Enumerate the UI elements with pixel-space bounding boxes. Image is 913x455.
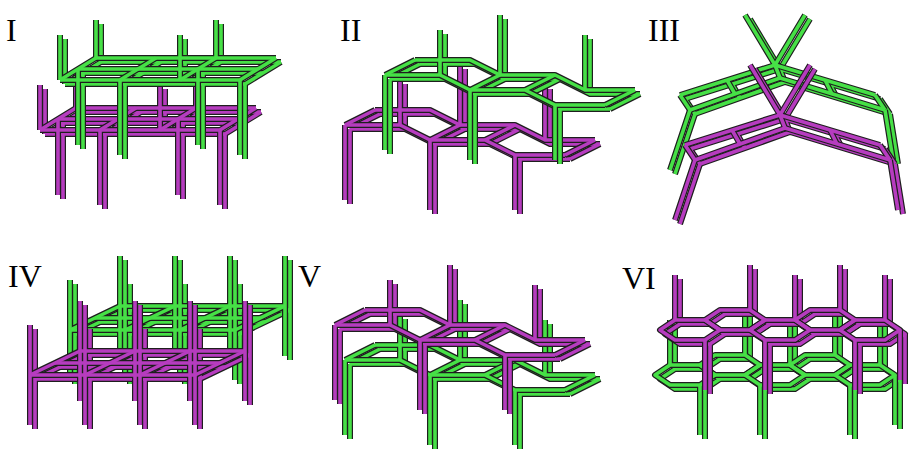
panel-label: III xyxy=(648,14,680,46)
magenta-net xyxy=(40,70,261,209)
panel-label: II xyxy=(340,14,361,46)
green-net xyxy=(385,15,640,164)
panel-label: I xyxy=(6,14,17,46)
panel-label: VI xyxy=(622,262,656,294)
magenta-net xyxy=(660,265,905,394)
green-net xyxy=(60,20,281,159)
panel-label: V xyxy=(298,260,321,292)
magenta-net xyxy=(675,65,903,224)
magenta-net xyxy=(335,265,590,414)
panel-label: IV xyxy=(8,260,42,292)
green-net xyxy=(655,310,900,439)
magenta-net xyxy=(30,301,250,429)
